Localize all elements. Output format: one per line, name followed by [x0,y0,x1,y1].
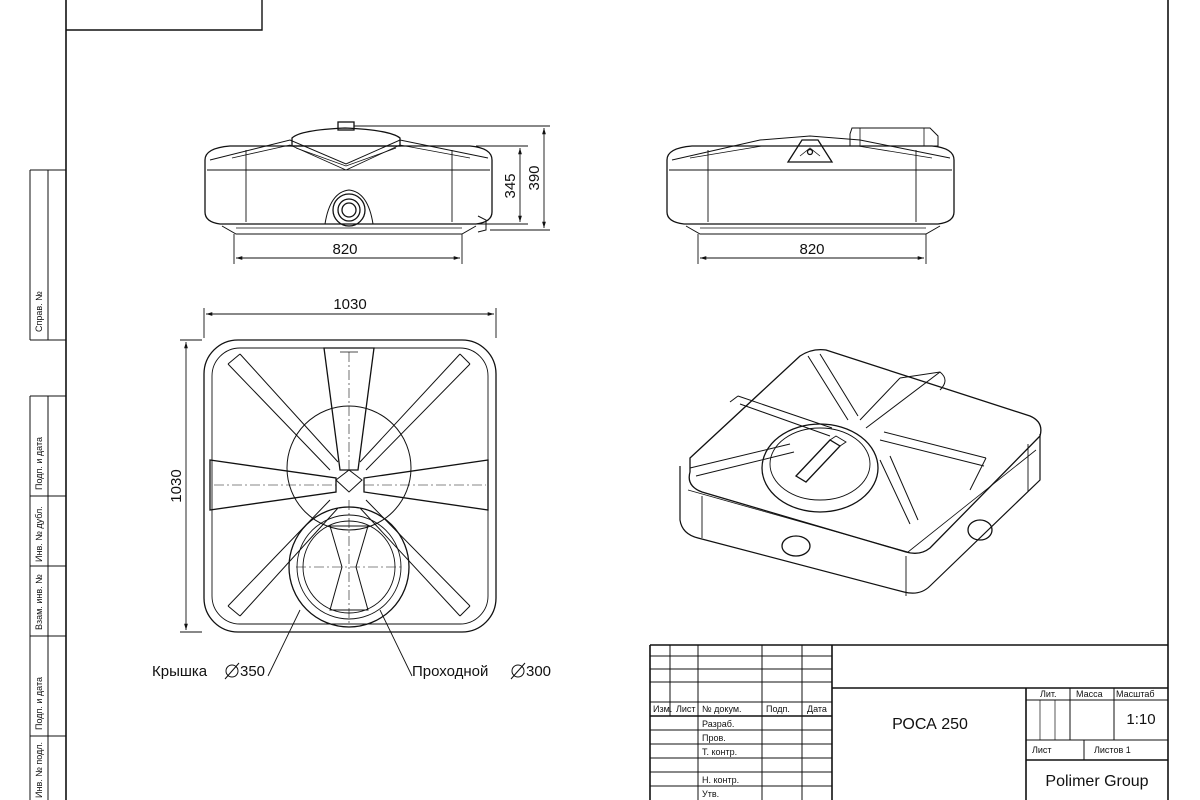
scale-label: Масштаб [1116,689,1155,699]
row-prov: Пров. [702,733,726,743]
port-label: Проходной [412,663,488,680]
col-podp: Подп. [766,704,790,714]
dim-top-height: 1030 [168,469,185,502]
scale-value: 1:10 [1126,711,1155,728]
left-margin-stamps [29,169,66,800]
margin-sprav: Справ. № [34,291,44,332]
lid-callout: Крышка 350 [152,662,265,680]
title-block-labels: Изм. Лист № докум. Подп. Дата Разраб. Пр… [653,689,1155,799]
front-dims [233,125,550,264]
row-tkontr: Т. контр. [702,747,737,757]
margin-vzam-inv: Взам. инв. № [34,574,44,630]
side-dims [697,234,927,264]
port-callout: Проходной 300 [412,662,551,680]
title-block-grid [649,644,1168,800]
row-razrab: Разраб. [702,719,734,729]
product-name: РОСА 250 [892,716,968,733]
dim-front-height-total: 390 [526,165,543,190]
margin-podp-data-2: Подп. и дата [34,677,44,730]
dim-side-width: 820 [799,241,824,258]
sheet-frame [65,0,1169,800]
dim-top-width: 1030 [333,296,366,313]
margin-podp-data-1: Подп. и дата [34,437,44,490]
col-izm: Изм. [653,704,672,714]
company-name: Polimer Group [1045,773,1148,790]
margin-inv-podl: Инв. № подл. [34,742,44,798]
col-doc: № докум. [702,704,742,714]
top-dims [180,308,497,677]
isometric-view [679,348,1042,596]
row-utv: Утв. [702,789,719,799]
sheet-label: Лист [1032,745,1052,755]
dim-front-height-body: 345 [502,173,519,198]
lit-label: Лит. [1040,689,1057,699]
diameter-symbol-icon [510,662,526,680]
port-value: 300 [526,663,551,680]
side-view [666,127,955,235]
diameter-symbol-icon [224,662,240,680]
dim-front-width: 820 [332,241,357,258]
col-list: Лист [676,704,696,714]
margin-inv-dubl: Инв. № дубл. [34,506,44,562]
mass-label: Масса [1076,689,1103,699]
lid-label: Крышка [152,663,208,680]
col-data: Дата [807,704,827,714]
sheets-label: Листов 1 [1094,745,1131,755]
front-view [204,121,493,235]
lid-value: 350 [240,663,265,680]
left-margin-labels: Справ. № Подп. и дата Инв. № дубл. Взам.… [34,291,44,798]
top-view [203,339,497,633]
row-nkontr: Н. контр. [702,775,739,785]
